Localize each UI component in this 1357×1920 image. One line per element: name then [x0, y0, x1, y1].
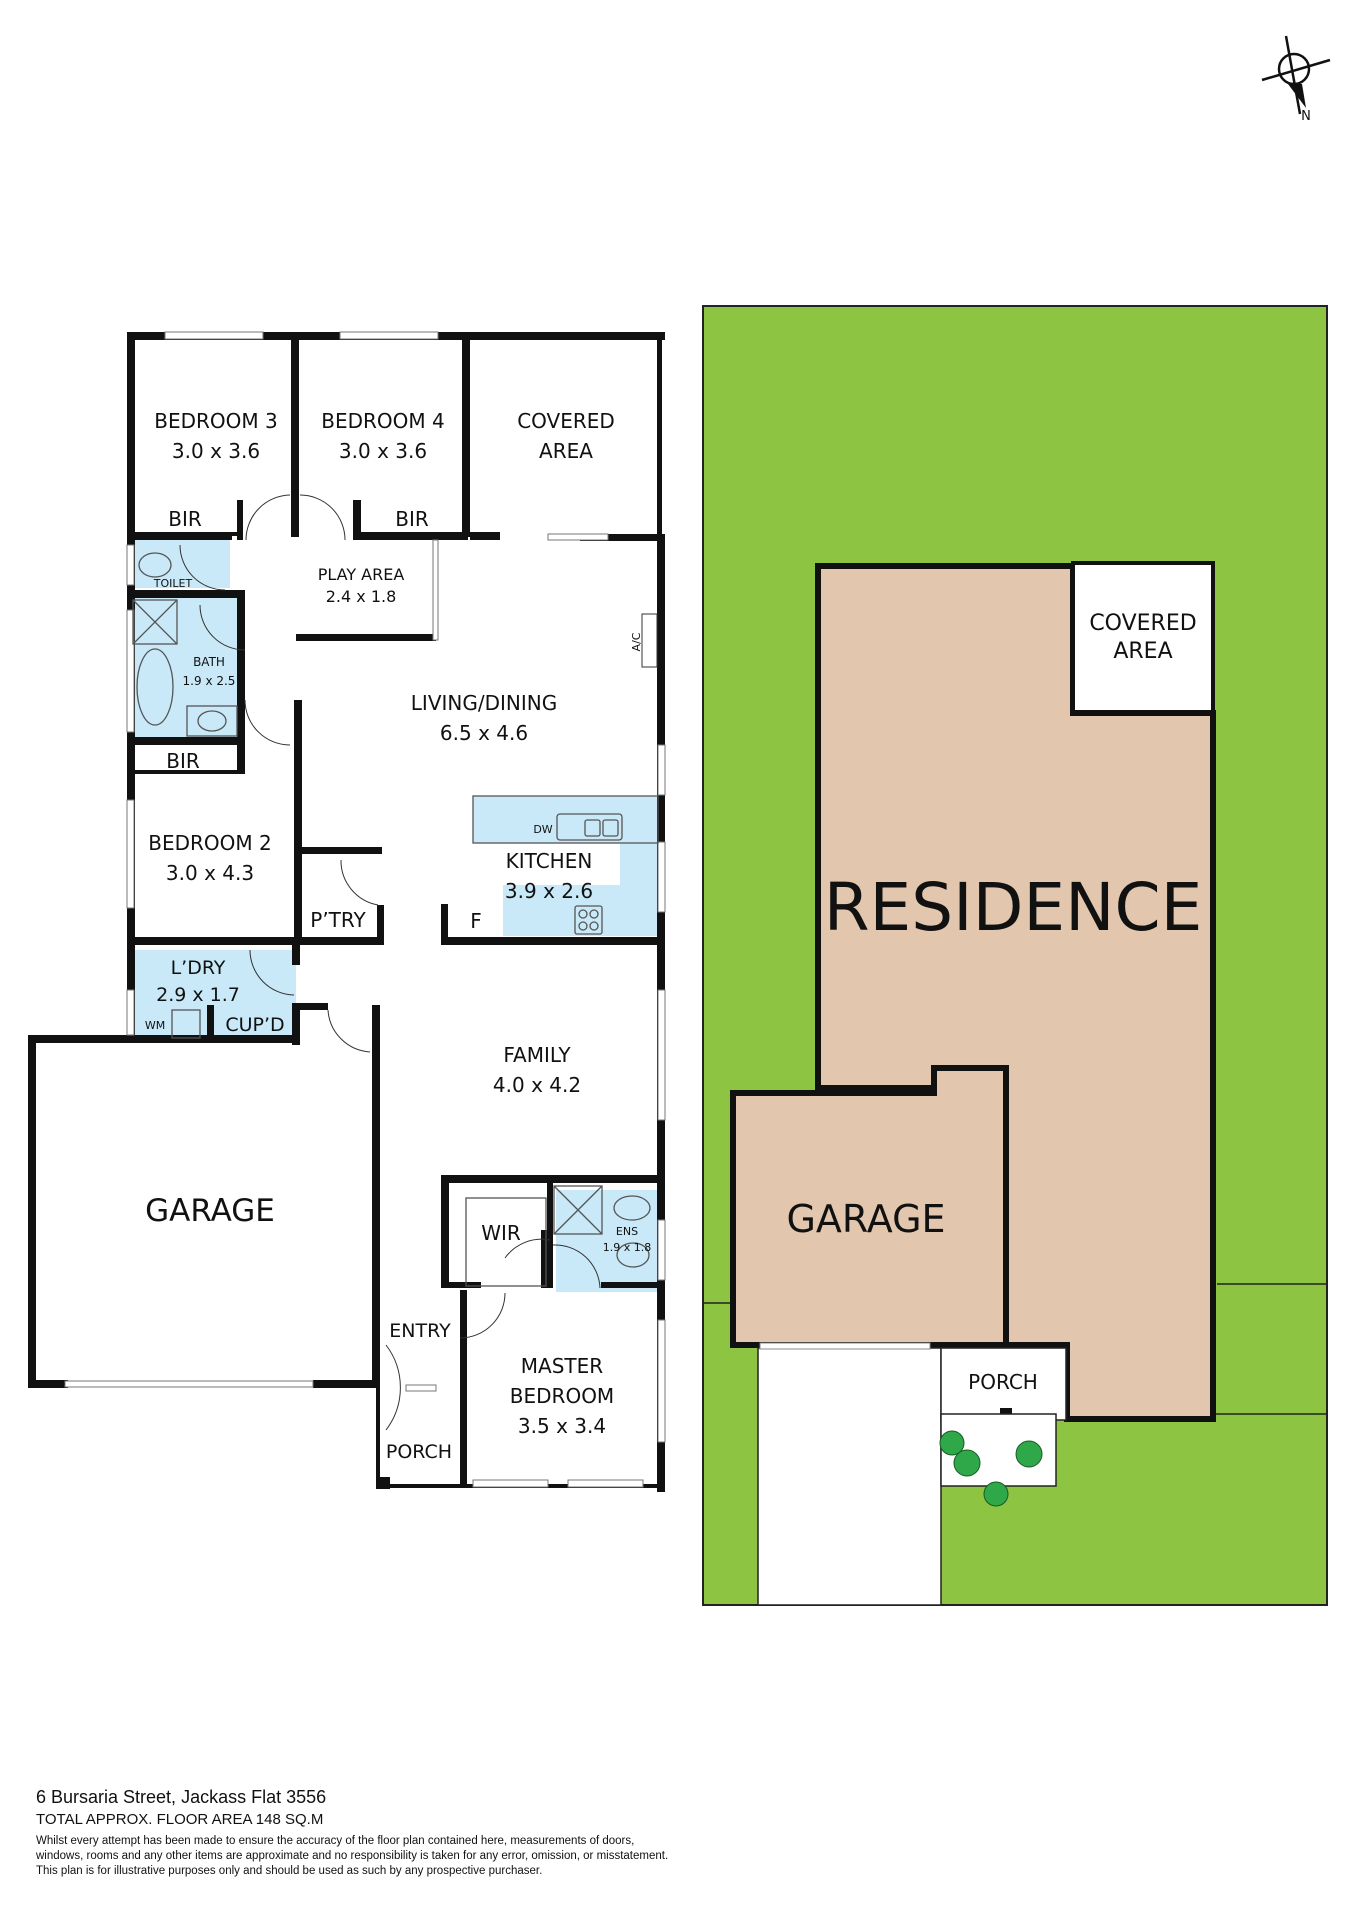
wet-areas — [130, 540, 658, 1292]
svg-text:BEDROOM: BEDROOM — [510, 1384, 614, 1408]
svg-text:3.0 x 3.6: 3.0 x 3.6 — [339, 439, 427, 463]
bedroom3-label: BEDROOM 3 — [154, 409, 277, 433]
fixtures — [132, 552, 659, 1287]
living-dining-label: LIVING/DINING — [411, 691, 557, 715]
entry-label: ENTRY — [389, 1320, 451, 1342]
pantry-label: P’TRY — [310, 908, 366, 932]
bir4-label: BIR — [395, 507, 429, 531]
kitchen-label: KITCHEN — [506, 849, 593, 873]
cupd-label: CUP’D — [225, 1014, 284, 1036]
laundry-label: L’DRY — [171, 957, 226, 979]
floor-area: TOTAL APPROX. FLOOR AREA 148 SQ.M — [36, 1811, 324, 1828]
svg-text:1.9 x 2.5: 1.9 x 2.5 — [183, 674, 236, 688]
bedroom4-label: BEDROOM 4 — [321, 409, 444, 433]
disclaimer: Whilst every attempt has been made to en… — [36, 1835, 669, 1877]
svg-text:4.0 x 4.2: 4.0 x 4.2 — [493, 1073, 581, 1097]
play-area-label: PLAY AREA — [318, 565, 405, 584]
room-labels: BEDROOM 3 3.0 x 3.6 BEDROOM 4 3.0 x 3.6 … — [145, 409, 651, 1463]
svg-text:AREA: AREA — [539, 439, 593, 463]
svg-text:6.5 x 4.6: 6.5 x 4.6 — [440, 721, 528, 745]
tree-icon — [939, 1430, 1043, 1507]
footer: 6 Bursaria Street, Jackass Flat 3556 TOT… — [36, 1786, 836, 1879]
property-address: 6 Bursaria Street, Jackass Flat 3556 — [36, 1787, 327, 1807]
wm-label: WM — [145, 1019, 165, 1032]
fridge-label: F — [470, 909, 482, 933]
ens-label: ENS — [616, 1225, 638, 1238]
svg-text:2.4 x 1.8: 2.4 x 1.8 — [326, 587, 397, 606]
ac-label: A/C — [630, 632, 643, 651]
door-swings — [179, 494, 601, 1431]
compass-label: N — [1301, 109, 1311, 124]
site-plan: COVERED AREA RESIDENCE GARAGE PORCH — [702, 305, 1328, 1606]
svg-text:2.9 x 1.7: 2.9 x 1.7 — [156, 984, 240, 1006]
svg-text:3.0 x 4.3: 3.0 x 4.3 — [166, 861, 254, 885]
svg-text:3.0 x 3.6: 3.0 x 3.6 — [172, 439, 260, 463]
bir2-label: BIR — [166, 749, 200, 773]
site-porch-label: PORCH — [968, 1370, 1038, 1394]
bir3-label: BIR — [168, 507, 202, 531]
site-covered-label: COVERED — [1089, 611, 1196, 636]
svg-text:3.9 x 2.6: 3.9 x 2.6 — [505, 879, 593, 903]
svg-text:3.5 x 3.4: 3.5 x 3.4 — [518, 1414, 606, 1438]
residence-label: RESIDENCE — [824, 869, 1203, 946]
covered-area-label: COVERED — [517, 409, 615, 433]
garage-label: GARAGE — [145, 1193, 275, 1229]
north-arrow-icon — [1261, 35, 1331, 115]
family-label: FAMILY — [503, 1043, 571, 1067]
site-covered-area — [1071, 561, 1215, 714]
ac-unit — [641, 613, 658, 668]
wir-label: WIR — [481, 1221, 521, 1245]
porch-label: PORCH — [386, 1441, 452, 1463]
bath-label: BATH — [193, 655, 225, 669]
site-garage — [730, 1065, 1009, 1348]
toilet-label: TOILET — [153, 577, 193, 590]
site-garage-label: GARAGE — [786, 1197, 945, 1241]
driveway — [757, 1347, 942, 1606]
bedroom2-label: BEDROOM 2 — [148, 831, 271, 855]
svg-text:1.9 x 1.8: 1.9 x 1.8 — [603, 1241, 652, 1254]
svg-text:AREA: AREA — [1113, 639, 1172, 664]
dw-label: DW — [533, 823, 552, 836]
windows — [64, 331, 666, 1488]
master-bedroom-label: MASTER — [521, 1354, 603, 1378]
